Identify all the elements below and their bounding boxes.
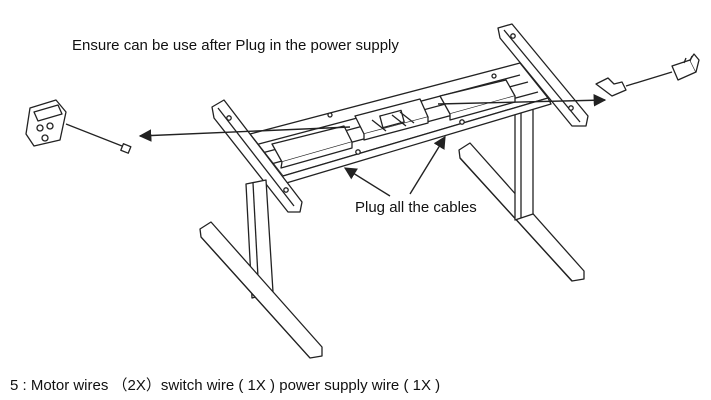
cables-arrow-right — [409, 135, 446, 195]
left-arrow — [138, 126, 351, 142]
power-plug-icon — [595, 53, 700, 97]
right-arrow — [437, 93, 607, 107]
plug-cables-note: Plug all the cables — [355, 199, 477, 216]
right-leg — [514, 103, 534, 221]
switch-controller-icon — [25, 99, 132, 154]
crossbar — [245, 62, 552, 187]
wires-caption: 5 : Motor wires （2X）switch wire ( 1X ) p… — [10, 377, 441, 394]
left-foot — [199, 221, 323, 359]
left-bracket — [211, 99, 303, 213]
power-supply-note: Ensure can be use after Plug in the powe… — [72, 37, 399, 54]
cables-arrow-left — [343, 167, 391, 197]
